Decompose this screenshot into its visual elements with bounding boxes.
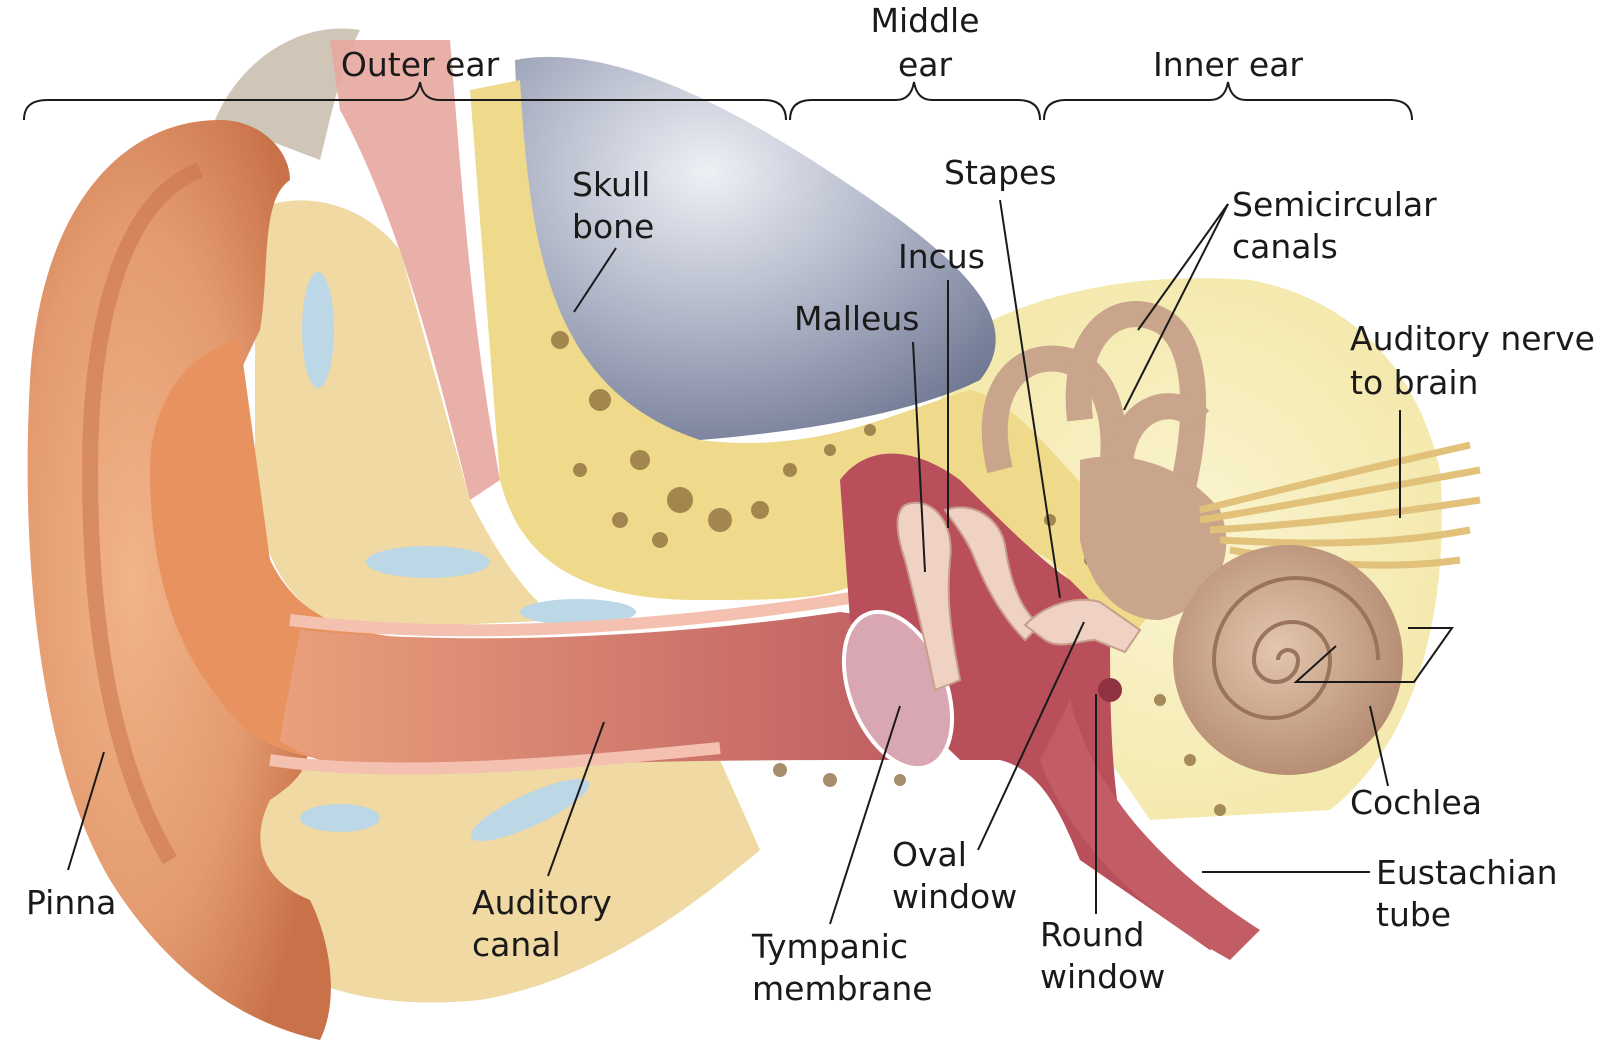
label-skull-1: Skull xyxy=(572,165,650,204)
leader-stapes xyxy=(999,199,1061,599)
label-nerve-1: Auditory nerve xyxy=(1350,319,1595,358)
label-round-2: window xyxy=(1040,957,1165,996)
cartilage-3 xyxy=(520,599,636,625)
middle-ear-brace xyxy=(789,81,1041,121)
label-pinna: Pinna xyxy=(26,883,116,922)
ear-illustration xyxy=(27,28,1481,1040)
label-outer-ear: Outer ear xyxy=(341,45,500,84)
label-round-1: Round xyxy=(1040,915,1144,954)
leader-semicircular-b xyxy=(1123,203,1229,411)
auditory-nerve-shape xyxy=(1199,441,1481,569)
label-middle-ear-1: Middle xyxy=(870,1,979,40)
label-tympanic-2: membrane xyxy=(752,969,933,1008)
label-malleus: Malleus xyxy=(794,299,919,338)
leader-lines xyxy=(67,199,1454,925)
label-middle-ear-2: ear xyxy=(898,45,953,84)
muscle-strip xyxy=(330,40,500,500)
label-tympanic-1: Tympanic xyxy=(751,927,908,966)
semicircular-canals-shape xyxy=(981,301,1210,504)
bone-pores xyxy=(551,331,1226,816)
label-semicircular-2: canals xyxy=(1232,227,1338,266)
label-skull-2: bone xyxy=(572,207,654,246)
leader-tympanic xyxy=(829,705,901,925)
leader-semicircular-a xyxy=(1137,203,1229,331)
leader-skull xyxy=(573,247,617,313)
canal-lining-top xyxy=(289,592,851,637)
cartilage-5 xyxy=(470,778,590,842)
vestibule xyxy=(1080,456,1227,620)
outer-ear-brace xyxy=(23,81,787,121)
brain-region xyxy=(515,56,996,441)
canal-lining-bottom xyxy=(269,742,721,775)
leader-cochlea-bracket xyxy=(1293,627,1454,683)
label-eustachian-2: tube xyxy=(1376,895,1451,934)
text-labels: Outer ear Middle ear Inner ear Skull bon… xyxy=(26,1,1595,1008)
malleus-bone xyxy=(896,501,962,692)
label-stapes: Stapes xyxy=(944,153,1057,192)
label-semicircular-1: Semicircular xyxy=(1232,185,1437,224)
pinna-fold xyxy=(81,162,204,865)
label-inner-ear: Inner ear xyxy=(1153,45,1303,84)
leader-canal xyxy=(547,721,605,877)
label-cochlea: Cochlea xyxy=(1350,783,1482,822)
region-braces xyxy=(23,81,1413,121)
cochlea-shape xyxy=(1173,545,1403,775)
label-oval-1: Oval xyxy=(892,835,967,874)
label-nerve-2: to brain xyxy=(1350,363,1478,402)
label-oval-2: window xyxy=(892,877,1017,916)
leader-pinna xyxy=(67,751,105,871)
label-canal-2: canal xyxy=(472,925,561,964)
cartilage-2 xyxy=(366,546,490,578)
auditory-canal xyxy=(280,612,900,772)
leader-oval xyxy=(977,621,1085,851)
inner-ear-brace xyxy=(1043,81,1413,121)
cochlea-spiral xyxy=(1211,576,1380,720)
cartilage-4 xyxy=(300,804,380,832)
leader-malleus xyxy=(912,341,926,573)
cartilage-1 xyxy=(302,272,334,388)
label-eustachian-1: Eustachian xyxy=(1376,853,1557,892)
skull-bone-band xyxy=(470,80,1160,640)
label-incus: Incus xyxy=(898,237,985,276)
leader-cochlea xyxy=(1369,705,1389,787)
label-canal-1: Auditory xyxy=(472,883,612,922)
round-window-hole xyxy=(1098,678,1122,702)
